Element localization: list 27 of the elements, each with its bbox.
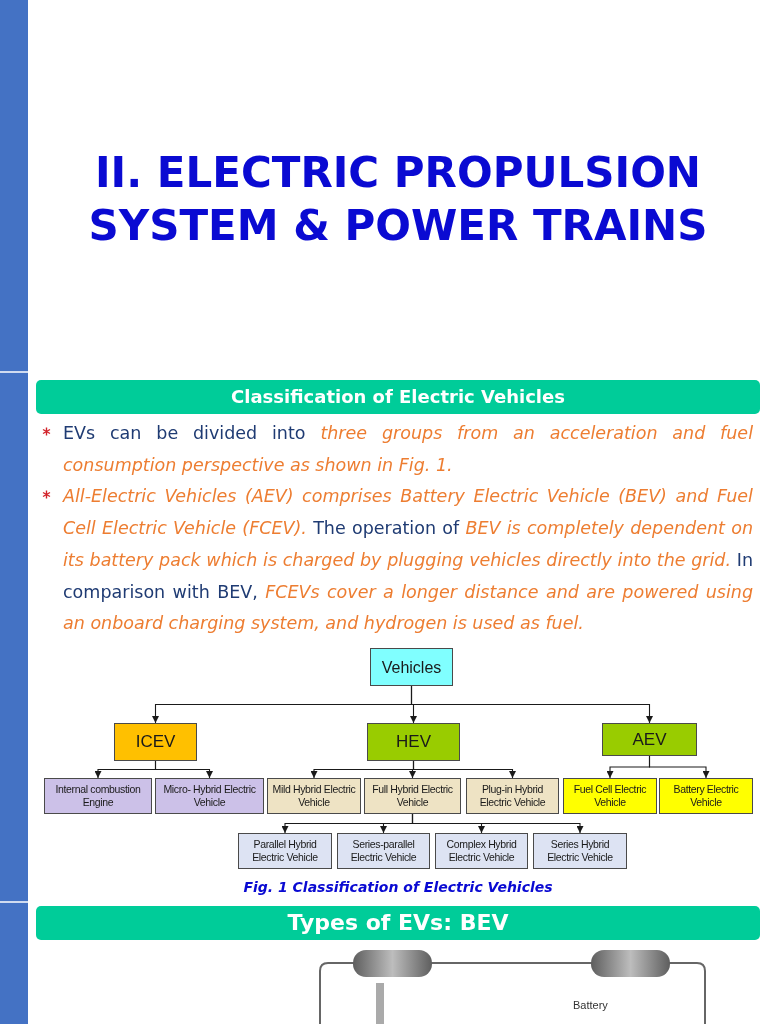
- category-box: Vehicles: [370, 648, 453, 686]
- slide-title: II. ELECTRIC PROPULSION SYSTEM & POWER TRAINS: [87, 147, 709, 252]
- category-box: Series-parallel Electric Vehicle: [337, 833, 430, 869]
- category-box: Complex Hybrid Electric Vehicle: [435, 833, 528, 869]
- category-box: Internal combustion Engine: [44, 778, 152, 814]
- connector-arrow: [412, 760, 516, 779]
- connector-arrow: [154, 760, 213, 779]
- category-box: Micro- Hybrid Electric Vehicle: [155, 778, 264, 814]
- connector-arrow: [411, 813, 584, 834]
- bullet-text: EVs can be divided into three groups from an acceleration and fuel consumption perspective as shown in Fig. 1.: [63, 422, 753, 477]
- bullet-text: All-Electric Vehicles (AEV) comprises Battery Electric Vehicle (BEV) and Fuel Cell Electric Vehicle (FCEV). The operation of BEV is completely dependent on its battery pack which is charged by plugging vehicles directly into the grid. In comparison with BEV, FCEVs cover a longer distance and are powered using an onboard charging system, and hydrogen is used as fuel.: [63, 485, 753, 636]
- category-box: Battery Electric Vehicle: [659, 778, 753, 814]
- category-box: Plug-in Hybrid Electric Vehicle: [466, 778, 559, 814]
- connector-arrow: [648, 755, 710, 779]
- section-banner: Types of EVs: BEV: [36, 906, 760, 940]
- category-box: HEV: [367, 723, 460, 761]
- category-box: ICEV: [114, 723, 197, 761]
- section-banner: Classification of Electric Vehicles: [36, 380, 760, 414]
- category-box: Series Hybrid Electric Vehicle: [533, 833, 627, 869]
- category-box: Mild Hybrid Electric Vehicle: [267, 778, 361, 814]
- category-box: AEV: [602, 723, 697, 756]
- category-box: Full Hybrid Electric Vehicle: [364, 778, 461, 814]
- connector-arrow: [410, 685, 653, 724]
- figure-caption: Fig. 1 Classification of Electric Vehicles: [243, 878, 553, 896]
- part-label: Battery: [573, 999, 608, 1012]
- category-box: Parallel Hybrid Electric Vehicle: [238, 833, 332, 869]
- category-box: Fuel Cell Electric Vehicle: [563, 778, 657, 814]
